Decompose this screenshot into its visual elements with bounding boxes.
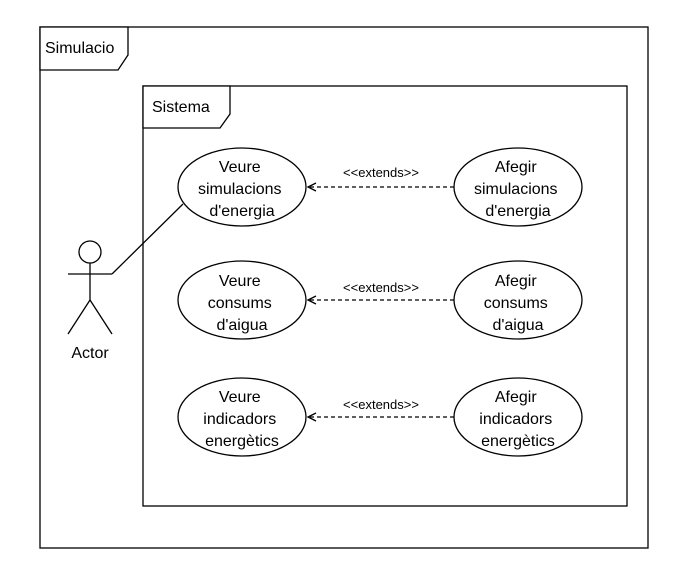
- use-case-afegir-indicadors-label: Afegir indicadors energètics: [479, 389, 556, 450]
- system-frame-tab: [142, 85, 231, 129]
- extends-label-2: <<extends>>: [343, 280, 419, 295]
- use-case-veure-consums: [177, 260, 307, 340]
- actor-right-leg: [89, 299, 113, 335]
- use-case-row-2: Veure consums d'aigua Afegir consums d'a…: [177, 260, 583, 340]
- system-frame-label: Sistema: [152, 99, 210, 116]
- use-case-veure-indicadors: [177, 377, 307, 457]
- use-case-afegir-consums-label: Afegir consums d'aigua: [484, 273, 552, 334]
- use-case-veure-simulacions-label: Veure simulacions d'energia: [198, 159, 286, 220]
- actor: Actor: [67, 240, 113, 362]
- use-case-veure-indicadors-label: Veure indicadors energètics: [203, 389, 280, 450]
- actor-left-leg: [67, 299, 91, 335]
- association-line: [111, 203, 184, 275]
- extends-label-1: <<extends>>: [343, 165, 419, 180]
- use-case-row-1: Veure simulacions d'energia Afegir simul…: [177, 147, 583, 227]
- use-case-veure-simulacions: [177, 147, 307, 227]
- extends-label-3: <<extends>>: [343, 397, 419, 412]
- use-case-afegir-simulacions-label: Afegir simulacions d'energia: [474, 159, 562, 220]
- actor-label: Actor: [71, 345, 109, 362]
- use-case-veure-consums-label: Veure consums d'aigua: [208, 273, 276, 334]
- outer-frame-label: Simulacio: [45, 40, 114, 57]
- use-case-row-3: Veure indicadors energètics Afegir indic…: [177, 377, 583, 457]
- outer-frame-tab: [39, 26, 129, 71]
